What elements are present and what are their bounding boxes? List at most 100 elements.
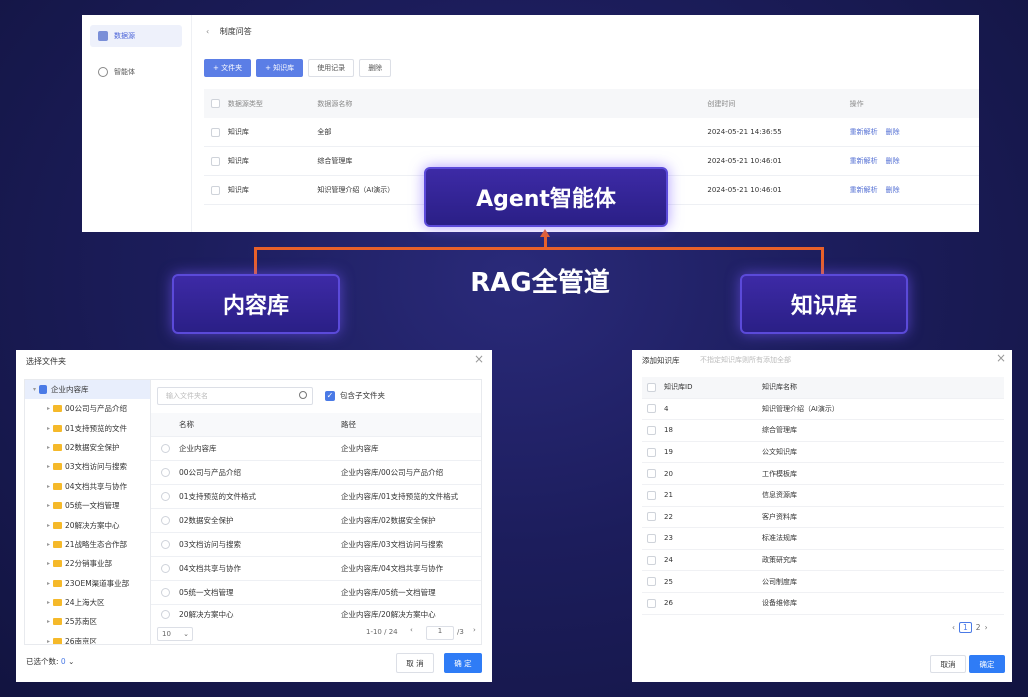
page-2[interactable]: 2 <box>975 623 981 632</box>
reparse-link[interactable]: 重新解析 <box>849 157 878 165</box>
search-icon[interactable] <box>299 391 307 399</box>
caret-right-icon[interactable]: ▸ <box>47 540 51 548</box>
confirm-button[interactable]: 确定 <box>969 655 1005 673</box>
next-page-icon[interactable]: › <box>984 623 988 632</box>
row-radio[interactable] <box>160 492 170 501</box>
include-subfolders-checkbox[interactable]: ✓ 包含子文件夹 <box>325 390 385 401</box>
tree-item[interactable]: ▸26南京区 <box>25 632 150 645</box>
tree-item[interactable]: ▸24上海大区 <box>25 593 150 612</box>
prev-page-icon[interactable]: ‹ <box>952 623 955 632</box>
confirm-button[interactable]: 确 定 <box>444 653 482 673</box>
table-row[interactable]: 20解决方案中心企业内容库/20解决方案中心 <box>151 605 481 623</box>
table-row[interactable]: 02数据安全保护企业内容库/02数据安全保护 <box>151 509 481 533</box>
row-radio[interactable] <box>160 468 170 477</box>
back-chevron-icon[interactable]: ‹ <box>206 27 210 36</box>
caret-right-icon[interactable]: ▸ <box>47 521 51 529</box>
caret-right-icon[interactable]: ▸ <box>47 463 51 471</box>
row-checkbox[interactable] <box>646 598 656 608</box>
row-checkbox[interactable] <box>646 425 656 435</box>
close-icon[interactable]: × <box>474 352 485 366</box>
caret-right-icon[interactable]: ▸ <box>47 502 51 510</box>
tree-item[interactable]: ▸05统一文档管理 <box>25 496 150 515</box>
tree-item[interactable]: ▸23OEM渠道事业部 <box>25 574 150 593</box>
tree-item[interactable]: ▸21战略生态合作部 <box>25 535 150 554</box>
row-checkbox[interactable] <box>646 533 656 543</box>
caret-right-icon[interactable]: ▸ <box>47 405 51 413</box>
table-row[interactable]: 01支持预览的文件格式企业内容库/01支持预览的文件格式 <box>151 485 481 509</box>
row-checkbox[interactable] <box>646 555 656 565</box>
table-row[interactable]: 00公司与产品介绍企业内容库/00公司与产品介绍 <box>151 461 481 485</box>
tree-root[interactable]: ▾ 企业内容库 <box>25 380 150 399</box>
usage-record-button[interactable]: 使用记录 <box>308 59 355 77</box>
select-all-checkbox[interactable] <box>646 382 656 392</box>
next-page-icon[interactable]: › <box>473 626 476 634</box>
row-radio[interactable] <box>160 444 170 453</box>
caret-right-icon[interactable]: ▸ <box>47 482 51 490</box>
table-row[interactable]: 05统一文档管理企业内容库/05统一文档管理 <box>151 581 481 605</box>
tree-item[interactable]: ▸25苏南区 <box>25 612 150 631</box>
caret-right-icon[interactable]: ▸ <box>47 618 51 626</box>
chevron-down-icon[interactable]: ⌄ <box>68 657 75 666</box>
row-checkbox[interactable] <box>211 185 221 195</box>
page-1[interactable]: 1 <box>959 622 972 633</box>
caret-right-icon[interactable]: ▸ <box>47 560 51 568</box>
delete-link[interactable]: 删除 <box>885 157 900 165</box>
delete-link[interactable]: 删除 <box>885 128 900 136</box>
page-size-select[interactable]: 10⌄ <box>157 627 193 641</box>
row-checkbox[interactable] <box>646 404 656 414</box>
close-icon[interactable]: × <box>996 351 1007 365</box>
row-checkbox[interactable] <box>646 577 656 587</box>
row-checkbox[interactable] <box>211 156 221 166</box>
reparse-link[interactable]: 重新解析 <box>849 128 878 136</box>
row-radio[interactable] <box>160 564 170 573</box>
tree-item[interactable]: ▸01支持预览的文件 <box>25 418 150 437</box>
tree-item[interactable]: ▸02数据安全保护 <box>25 438 150 457</box>
row-checkbox[interactable] <box>646 512 656 522</box>
sidebar-item-data-source[interactable]: 数据源 <box>90 25 182 47</box>
delete-button[interactable]: 删除 <box>359 59 392 77</box>
sidebar-item-agent[interactable]: 智能体 <box>90 61 182 83</box>
row-checkbox[interactable] <box>646 490 656 500</box>
row-checkbox[interactable] <box>646 469 656 479</box>
search-input[interactable]: 输入文件夹名 <box>157 387 313 405</box>
tree-item[interactable]: ▸00公司与产品介绍 <box>25 399 150 418</box>
tree-item[interactable]: ▸03文档访问与搜索 <box>25 457 150 476</box>
page-input[interactable]: 1 <box>426 626 454 640</box>
caret-right-icon[interactable]: ▸ <box>47 443 51 451</box>
row-checkbox[interactable] <box>646 447 656 457</box>
caret-right-icon[interactable]: ▸ <box>47 599 51 607</box>
caret-right-icon[interactable]: ▸ <box>47 637 51 645</box>
row-radio[interactable] <box>160 588 170 597</box>
table-row[interactable]: 04文档共享与协作企业内容库/04文档共享与协作 <box>151 557 481 581</box>
row-checkbox[interactable] <box>211 127 221 137</box>
row-radio[interactable] <box>160 540 170 549</box>
add-kb-button[interactable]: + 知识库 <box>256 59 304 77</box>
cancel-button[interactable]: 取 消 <box>396 653 434 673</box>
delete-link[interactable]: 删除 <box>885 186 900 194</box>
row-radio[interactable] <box>160 609 170 619</box>
table-row[interactable]: 03文档访问与搜索企业内容库/03文档访问与搜索 <box>151 533 481 557</box>
caret-down-icon[interactable]: ▾ <box>33 386 37 393</box>
caret-right-icon[interactable]: ▸ <box>47 579 51 587</box>
add-folder-button[interactable]: + 文件夹 <box>204 59 252 77</box>
select-all-checkbox[interactable] <box>211 99 221 108</box>
prev-page-icon[interactable]: ‹ <box>410 626 413 634</box>
caret-right-icon[interactable]: ▸ <box>47 424 51 432</box>
table-row[interactable]: 企业内容库企业内容库 <box>151 437 481 461</box>
tree-item[interactable]: ▸22分销事业部 <box>25 554 150 573</box>
tree-item[interactable]: ▸20解决方案中心 <box>25 515 150 534</box>
cancel-button[interactable]: 取消 <box>930 655 966 673</box>
reparse-link[interactable]: 重新解析 <box>849 186 878 194</box>
row-radio[interactable] <box>160 516 170 525</box>
tree-item[interactable]: ▸04文档共享与协作 <box>25 477 150 496</box>
